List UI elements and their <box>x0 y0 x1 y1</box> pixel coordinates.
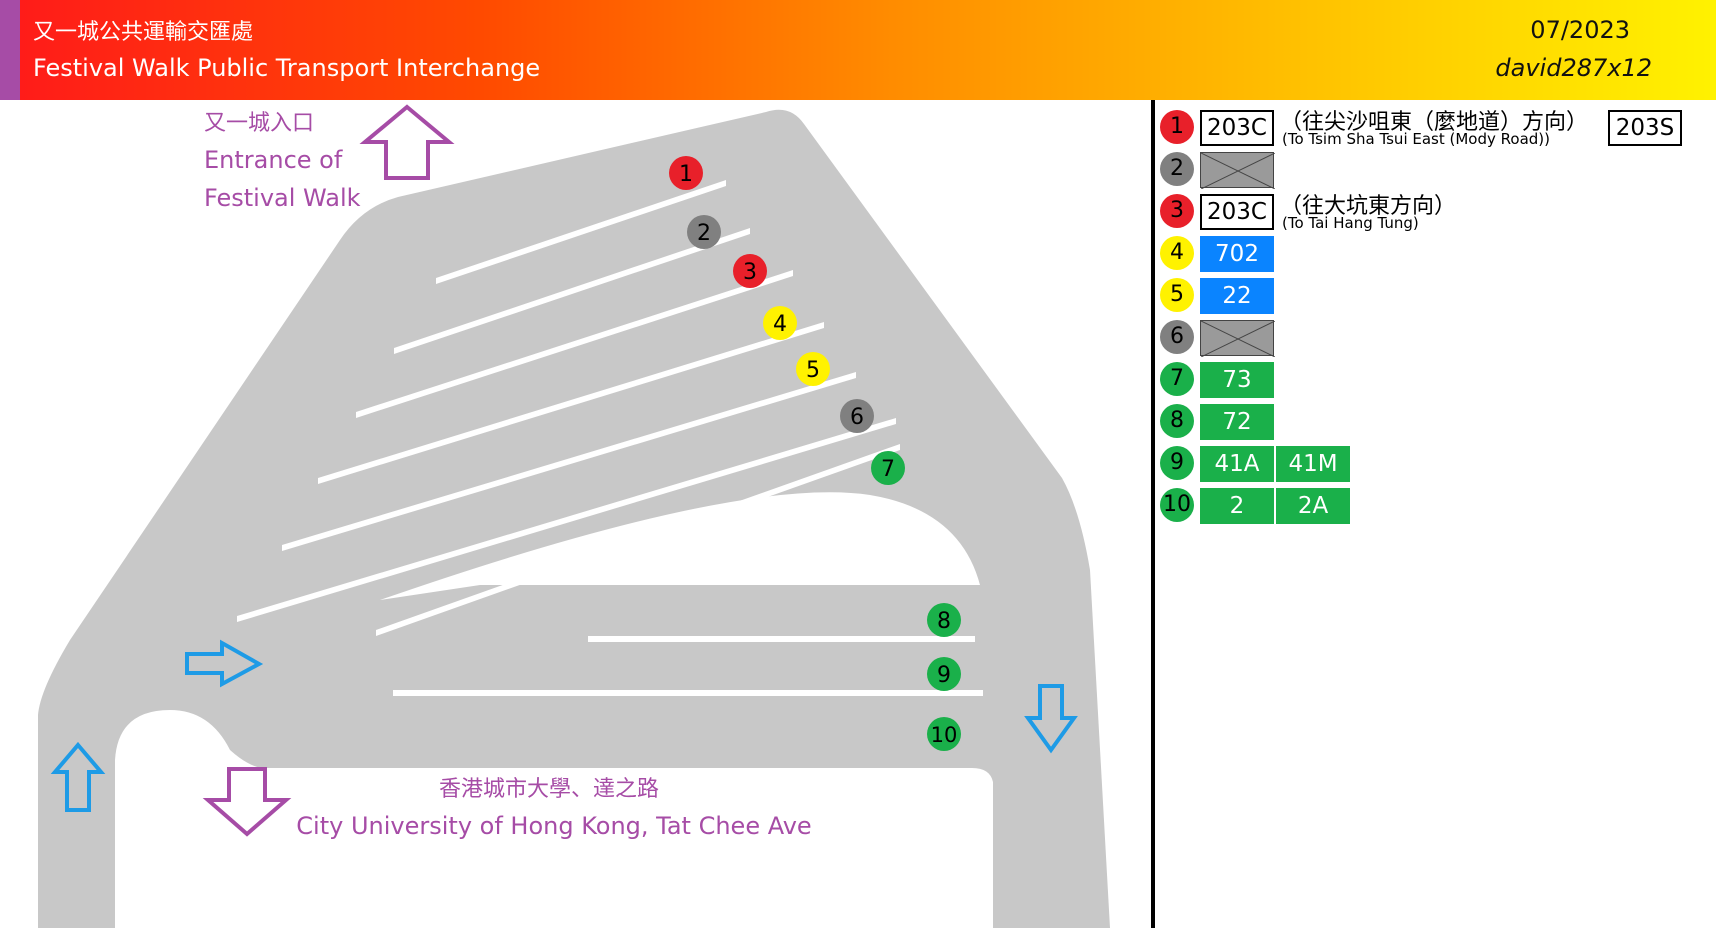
exit-label-zh: 香港城市大學、達之路 <box>439 777 659 802</box>
route-number-badge: 72 <box>1200 404 1274 440</box>
stop-number-badge: 8 <box>1160 404 1194 438</box>
up-arrow-icon <box>50 741 106 812</box>
stop-number: 5 <box>806 358 820 383</box>
route-number-badge: 2A <box>1276 488 1350 524</box>
stop-number: 1 <box>679 162 693 187</box>
destination-en: (To Tai Hang Tung) <box>1282 214 1419 232</box>
route-number-badge: 73 <box>1200 362 1274 398</box>
title-english: Festival Walk Public Transport Interchan… <box>33 54 541 82</box>
bay-marking <box>436 180 726 284</box>
stop-number-badge: 10 <box>1160 488 1194 522</box>
stop-number: 7 <box>881 457 895 482</box>
stop-marker-8 <box>927 603 961 637</box>
destination-zh: （往大坑東方向） <box>1280 194 1457 219</box>
entrance-label-zh: 又一城入口 <box>204 111 314 136</box>
interchange-map: 又一城入口 Entrance of Festival Walk 香港城市大學、達… <box>38 104 1110 928</box>
stop-number-badge: 3 <box>1160 194 1194 228</box>
bay-marking <box>588 636 975 642</box>
stop-number: 2 <box>697 221 711 246</box>
destination-zh: （往尖沙咀東（麼地道）方向） <box>1280 110 1589 135</box>
bay-marking <box>356 270 793 418</box>
stop-marker-5 <box>796 352 830 386</box>
route-number-badge: 2 <box>1200 488 1274 524</box>
stop-number: 4 <box>773 312 787 337</box>
unused-bay-icon <box>1200 320 1275 357</box>
stop-number: 6 <box>850 405 864 430</box>
route-number-badge: 41A <box>1200 446 1274 482</box>
down-arrow-icon <box>1024 684 1078 754</box>
entrance-label-en: Festival Walk <box>204 184 361 212</box>
bay-marking <box>394 228 750 354</box>
stop-number-badge: 5 <box>1160 278 1194 312</box>
unused-bay-icon <box>1200 152 1275 189</box>
bay-marking <box>376 444 900 636</box>
stop-marker-1 <box>669 156 703 190</box>
entrance-label-en: Entrance of <box>204 146 343 174</box>
stop-marker-4 <box>763 306 797 340</box>
stop-number: 10 <box>931 723 958 747</box>
header-accent-bar <box>0 0 20 100</box>
legend-row: 6 <box>1160 318 1716 357</box>
stop-marker-6 <box>840 399 874 433</box>
destination-en: (To Tsim Sha Tsui East (Mody Road)) <box>1282 130 1550 148</box>
stop-marker-9 <box>927 657 961 691</box>
exit-label-en: City University of Hong Kong, Tat Chee A… <box>296 812 811 840</box>
author-label: david287x12 <box>1495 54 1652 82</box>
route-number-badge: 203S <box>1608 110 1682 146</box>
stop-marker-3 <box>733 254 767 288</box>
stop-number-badge: 7 <box>1160 362 1194 396</box>
stop-marker-10 <box>927 717 961 751</box>
stop-number-badge: 1 <box>1160 110 1194 144</box>
route-number-badge: 203C <box>1200 110 1274 146</box>
route-number-badge: 203C <box>1200 194 1274 230</box>
route-number-badge: 41M <box>1276 446 1350 482</box>
stop-number-badge: 9 <box>1160 446 1194 480</box>
route-number-badge: 22 <box>1200 278 1274 314</box>
stop-marker-7 <box>871 451 905 485</box>
legend-row: 2 <box>1160 150 1716 189</box>
bay-marking <box>318 322 824 484</box>
route-number-badge: 702 <box>1200 236 1274 272</box>
down-arrow-icon <box>202 767 292 837</box>
island-cutout <box>380 492 980 600</box>
title-chinese: 又一城公共運輸交匯處 <box>33 20 254 45</box>
stop-number: 9 <box>937 663 951 688</box>
legend-divider <box>1151 100 1155 928</box>
right-arrow-icon <box>185 639 264 688</box>
stop-number: 3 <box>743 260 757 285</box>
bay-marking <box>393 690 983 696</box>
stop-marker-2 <box>687 215 721 249</box>
stop-number-badge: 4 <box>1160 236 1194 270</box>
bay-marking <box>282 372 856 551</box>
stop-number: 8 <box>937 609 951 634</box>
up-arrow-icon <box>359 104 455 180</box>
date-label: 07/2023 <box>1530 16 1630 44</box>
stop-markers: 1 2 3 45 6 7 8 9 10 <box>669 156 961 751</box>
stop-number-badge: 2 <box>1160 152 1194 186</box>
bay-marking <box>237 418 896 622</box>
bay-markings <box>237 180 983 696</box>
header-banner: 又一城公共運輸交匯處 Festival Walk Public Transpor… <box>0 0 1716 100</box>
stop-number-badge: 6 <box>1160 320 1194 354</box>
